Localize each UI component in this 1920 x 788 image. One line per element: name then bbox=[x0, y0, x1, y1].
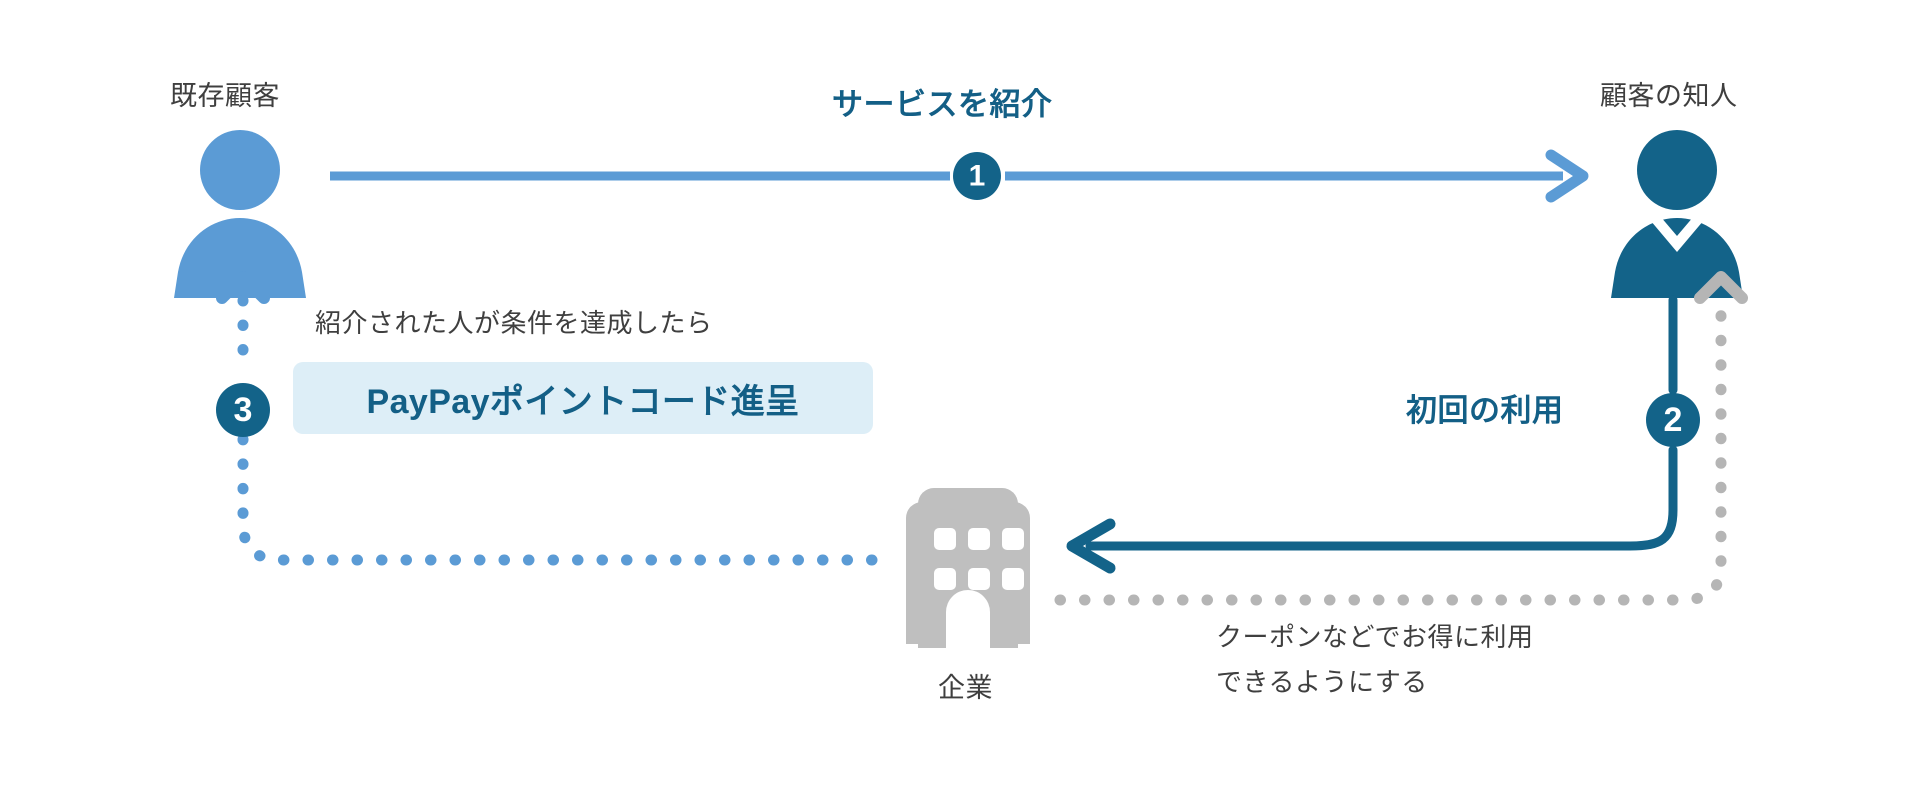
coupon-note-line-1: クーポンなどでお得に利用 bbox=[1216, 622, 1534, 652]
coupon-dotted-arrow bbox=[1054, 271, 1748, 606]
step3-badge-number: 3 bbox=[234, 391, 253, 429]
customer-friend-person-icon bbox=[1611, 130, 1743, 298]
paypay-reward-label: PayPayポイントコード進呈 bbox=[366, 382, 800, 421]
step2-badge-number: 2 bbox=[1664, 401, 1683, 439]
step2-arrow bbox=[1066, 295, 1678, 574]
paypay-highlight-box: PayPayポイントコード進呈 bbox=[293, 362, 873, 434]
step1-arrow bbox=[330, 149, 1589, 203]
step1-label: サービスを紹介 bbox=[832, 87, 1053, 122]
existing-customer-person-icon bbox=[174, 130, 306, 298]
step2-label: 初回の利用 bbox=[1406, 393, 1564, 428]
step1-badge-number: 1 bbox=[969, 160, 986, 193]
step3-dotted-arrow bbox=[216, 271, 878, 566]
company-label: 企業 bbox=[938, 673, 993, 703]
customer-friend-label: 顧客の知人 bbox=[1600, 81, 1738, 111]
step3-condition-label: 紹介された人が条件を達成したら bbox=[315, 308, 713, 338]
company-building-icon bbox=[906, 488, 1030, 648]
step1-badge: 1 bbox=[953, 152, 1001, 200]
step3-badge: 3 bbox=[216, 383, 270, 437]
coupon-note-line-2: できるようにする bbox=[1216, 667, 1428, 697]
existing-customer-label: 既存顧客 bbox=[170, 81, 280, 111]
step2-badge: 2 bbox=[1646, 393, 1700, 447]
